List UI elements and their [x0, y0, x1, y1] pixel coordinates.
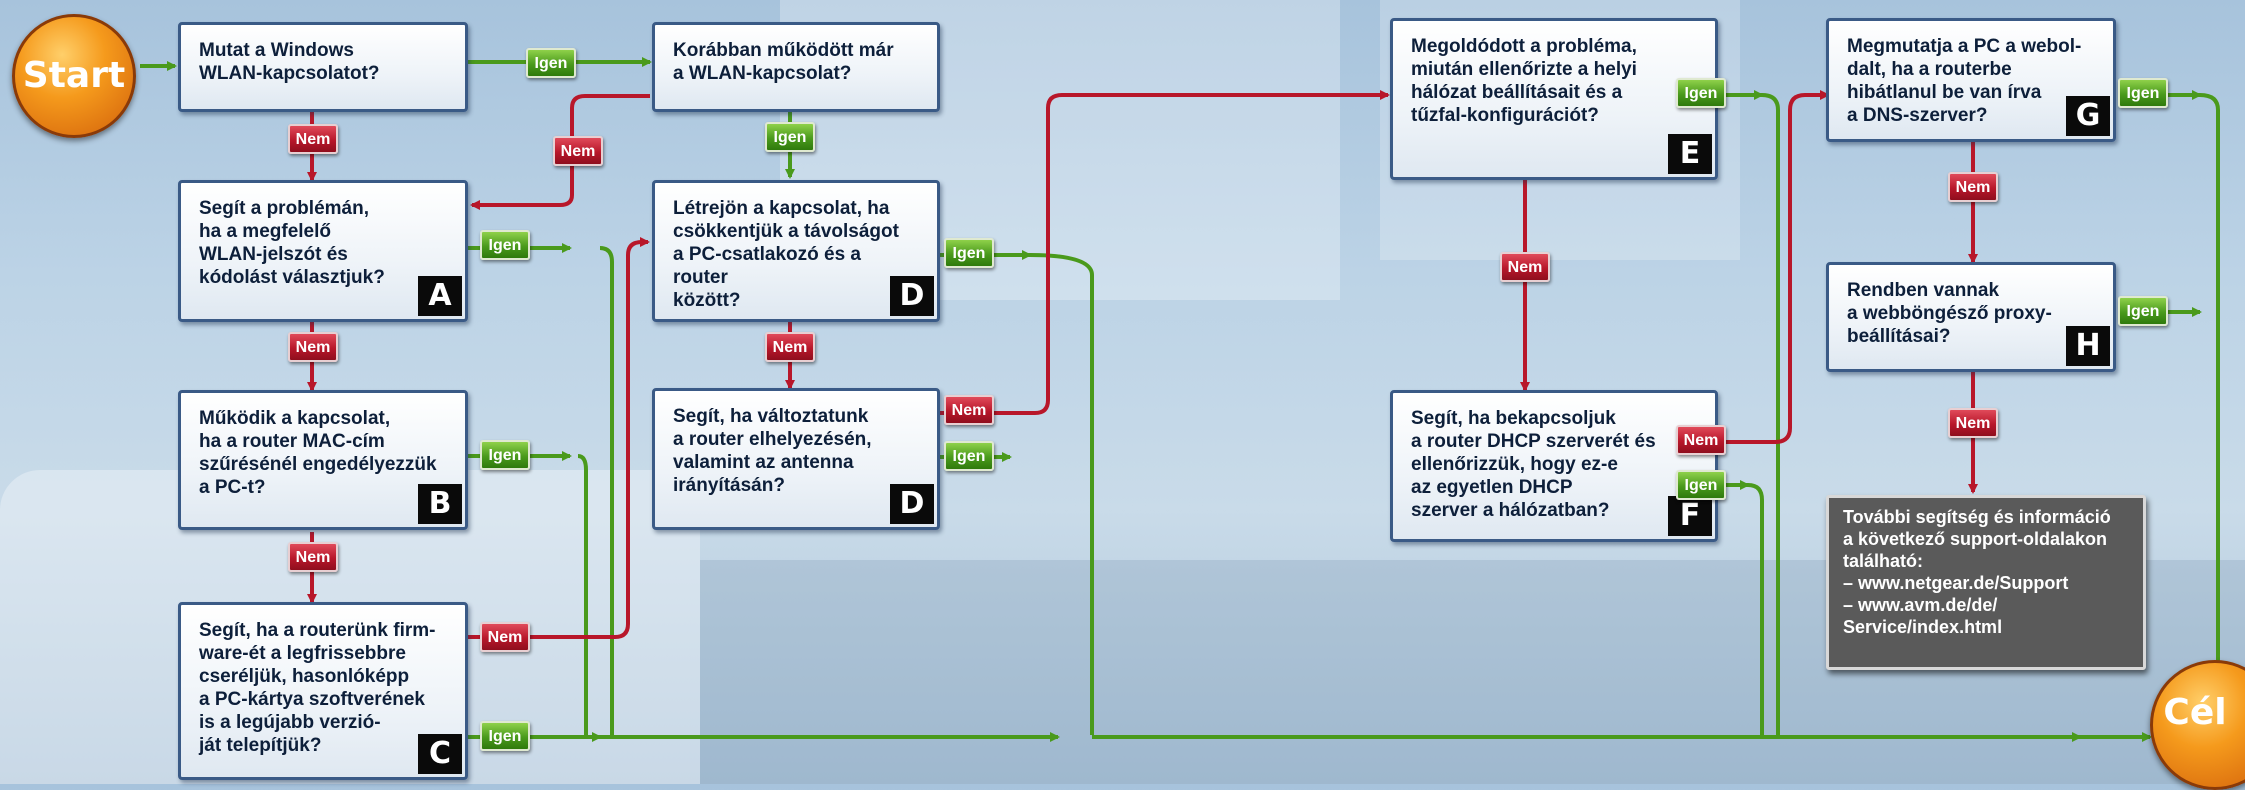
question-h: Rendben vannak a webböngésző proxy- beál…: [1826, 262, 2116, 372]
no-tag: Nem: [288, 332, 338, 362]
support-link[interactable]: – www.avm.de/de/ Service/index.html: [1843, 595, 2003, 637]
question-d1: Létrejön a kapcsolat, ha csökkentjük a t…: [652, 180, 940, 322]
question-text: Rendben vannak a webböngésző proxy- beál…: [1847, 280, 2052, 347]
question-text: Segít a problémán, ha a megfelelő WLAN-j…: [199, 198, 385, 288]
question-q2: Korábban működött már a WLAN-kapcsolat?: [652, 22, 940, 112]
badge-d: D: [890, 276, 934, 316]
no-tag: Nem: [288, 124, 338, 154]
question-c: Segít, ha a routerünk firm- ware-ét a le…: [178, 602, 468, 780]
yes-tag: Igen: [480, 440, 530, 470]
question-text: Működik a kapcsolat, ha a router MAC-cím…: [199, 408, 437, 498]
badge-a: A: [418, 276, 462, 316]
connector-e-down: [1761, 93, 1780, 735]
support-link[interactable]: – www.netgear.de/Support: [1843, 573, 2069, 593]
badge-h: H: [2066, 326, 2110, 366]
question-text: Megoldódott a probléma, miután ellenőriz…: [1411, 36, 1637, 126]
badge-d: D: [890, 484, 934, 524]
question-text: Segít, ha bekapcsoljuk a router DHCP sze…: [1411, 408, 1656, 521]
question-q1: Mutat a Windows WLAN-kapcsolatot?: [178, 22, 468, 112]
no-tag: Nem: [553, 136, 603, 166]
goal-node: Cél: [2150, 660, 2245, 790]
yes-tag: Igen: [2118, 296, 2168, 326]
connector-a-merge: [599, 246, 614, 735]
support-info-text: További segítség és információ a követke…: [1843, 507, 2111, 571]
yes-tag: Igen: [480, 721, 530, 751]
question-text: Megmutatja a PC a webol- dalt, ha a rout…: [1847, 36, 2082, 126]
yes-tag: Igen: [1676, 78, 1726, 108]
question-f: Segít, ha bekapcsoljuk a router DHCP sze…: [1390, 390, 1718, 542]
connector-f-down: [1747, 483, 1764, 735]
no-tag: Nem: [1500, 252, 1550, 282]
no-tag: Nem: [1948, 408, 1998, 438]
connector-d1-down: [1029, 253, 1094, 735]
question-d2: Segít, ha változtatunk a router elhelyez…: [652, 388, 940, 530]
yes-tag: Igen: [526, 48, 576, 78]
yes-tag: Igen: [944, 238, 994, 268]
connector-d2-no: [940, 90, 1390, 415]
no-tag: Nem: [1948, 172, 1998, 202]
no-tag: Nem: [1676, 425, 1726, 455]
badge-b: B: [418, 484, 462, 524]
yes-tag: Igen: [1676, 470, 1726, 500]
no-tag: Nem: [480, 622, 530, 652]
question-text: Segít, ha a routerünk firm- ware-ét a le…: [199, 620, 436, 756]
badge-c: C: [418, 734, 462, 774]
connector-c-no: [465, 237, 650, 639]
support-links: – www.netgear.de/Support – www.avm.de/de…: [1843, 572, 2129, 638]
yes-tag: Igen: [765, 122, 815, 152]
question-text: Korábban működött már a WLAN-kapcsolat?: [673, 40, 894, 84]
no-tag: Nem: [765, 332, 815, 362]
question-e: Megoldódott a probléma, miután ellenőriz…: [1390, 18, 1718, 180]
start-node: Start: [12, 14, 136, 138]
question-text: Segít, ha változtatunk a router elhelyez…: [673, 406, 872, 496]
question-g: Megmutatja a PC a webol- dalt, ha a rout…: [1826, 18, 2116, 142]
yes-tag: Igen: [944, 441, 994, 471]
badge-f: F: [1668, 496, 1712, 536]
connector-b-merge: [577, 454, 588, 735]
question-b: Működik a kapcsolat, ha a router MAC-cím…: [178, 390, 468, 530]
yes-tag: Igen: [480, 230, 530, 260]
no-tag: Nem: [944, 395, 994, 425]
question-text: Létrejön a kapcsolat, ha csökkentjük a t…: [673, 198, 899, 311]
badge-g: G: [2066, 96, 2110, 136]
yes-tag: Igen: [2118, 78, 2168, 108]
badge-e: E: [1668, 134, 1712, 174]
question-text: Mutat a Windows WLAN-kapcsolatot?: [199, 40, 380, 84]
support-info-box: További segítség és információ a követke…: [1826, 495, 2146, 670]
question-a: Segít a problémán, ha a megfelelő WLAN-j…: [178, 180, 468, 322]
no-tag: Nem: [288, 542, 338, 572]
connector-g-down: [2199, 93, 2220, 665]
connector-f-no: [1718, 90, 1830, 444]
